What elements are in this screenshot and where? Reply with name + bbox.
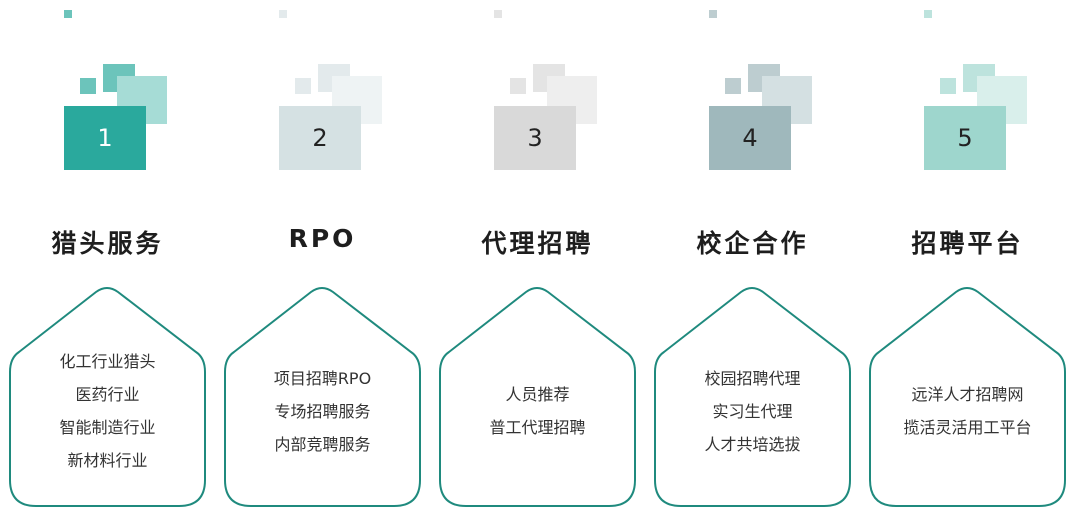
house-outline [439,287,636,507]
house-outline-path [9,287,206,507]
card-item: 远洋人才招聘网 [911,385,1024,404]
card-item: 化工行业猎头 [59,352,156,371]
card-number-box: 3 [494,106,576,170]
house-outline [654,287,851,507]
decor-dot [494,10,502,18]
card-item: 人才共培选拔 [704,434,801,454]
house-outline-path [439,287,636,507]
service-card-1: 1 猎头服务化工行业猎头医药行业智能制造行业新材料行业 [0,0,215,516]
card-title: 校企合作 [696,229,809,258]
card-title: RPO [288,224,357,253]
card-item: 新材料行业 [67,451,148,470]
card-title: 招聘平台 [911,229,1024,258]
card-item: 内部竞聘服务 [274,434,371,454]
decor-dot [709,10,717,18]
card-item: 揽活灵活用工平台 [903,418,1032,437]
card-item-list: 远洋人才招聘网揽活灵活用工平台 [860,336,1075,486]
house-outline-path [654,287,851,507]
house-outline [869,287,1066,507]
card-item: 校园招聘代理 [704,368,801,388]
card-number-box: 4 [709,106,791,170]
decor-square-small [725,78,741,94]
service-card-3: 3 代理招聘人员推荐普工代理招聘 [430,0,645,516]
card-title: 猎头服务 [51,229,164,258]
card-item: 实习生代理 [712,401,793,421]
house-outline-path [869,287,1066,507]
card-item: 医药行业 [75,385,140,404]
decor-square-small [295,78,311,94]
card-item-list: 校园招聘代理实习生代理人才共培选拔 [645,336,860,486]
house-outline [224,287,421,507]
card-item-list: 人员推荐普工代理招聘 [430,336,645,486]
card-item: 专场招聘服务 [274,401,371,421]
house-outline [9,287,206,507]
card-item: 项目招聘RPO [273,368,372,388]
decor-square-small [80,78,96,94]
card-item-list: 化工行业猎头医药行业智能制造行业新材料行业 [0,336,215,486]
decor-square-small [940,78,956,94]
card-item-list: 项目招聘RPO 专场招聘服务内部竞聘服务 [215,336,430,486]
card-number-box: 2 [279,106,361,170]
card-item: 智能制造行业 [59,418,156,437]
card-number-box: 1 [64,106,146,170]
service-card-5: 5 招聘平台远洋人才招聘网揽活灵活用工平台 [860,0,1075,516]
decor-dot [279,10,287,18]
house-outline-path [224,287,421,507]
service-card-4: 4 校企合作校园招聘代理实习生代理人才共培选拔 [645,0,860,516]
card-item: 普工代理招聘 [489,418,586,437]
card-number-box: 5 [924,106,1006,170]
card-item: 人员推荐 [505,385,570,404]
card-title: 代理招聘 [481,229,594,258]
decor-square-small [510,78,526,94]
decor-dot [64,10,72,18]
decor-dot [924,10,932,18]
